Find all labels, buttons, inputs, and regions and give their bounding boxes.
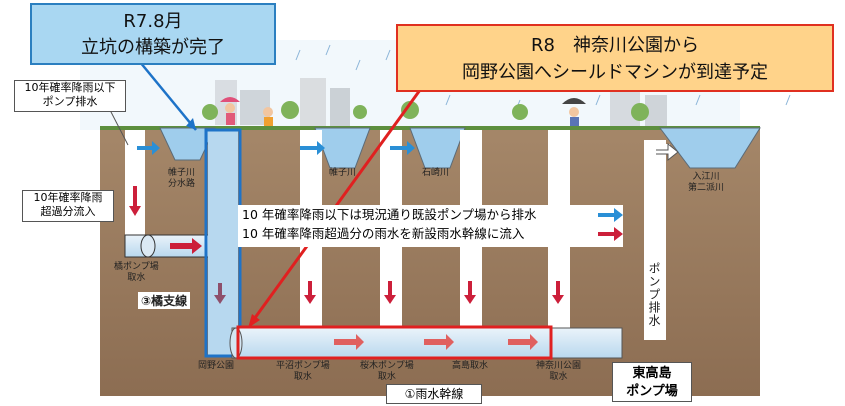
legend-row-blue: 10 年確率降雨以下は現況通り既設ポンプ場から排水 <box>242 205 623 224</box>
callout-date: R7.8月 <box>123 11 183 32</box>
trees <box>202 101 649 121</box>
tachibana-pipe-end <box>140 234 156 258</box>
legend-blue-arrow-icon <box>598 208 623 222</box>
higashi-takashima-label: 東高島 ポンプ場 <box>612 362 692 402</box>
blue-callout-pointer-head <box>186 118 196 130</box>
tunnel-end <box>229 327 243 359</box>
tunnel-highlight <box>236 325 553 360</box>
ishizaki-river-label: 石崎川 <box>422 168 450 178</box>
pump-drain-arrow <box>656 142 679 162</box>
kanagawa-park-intake-label: 神奈川公園 取水 <box>536 361 582 382</box>
pump-label-pointer <box>109 109 129 146</box>
tachibana-branch-label: ③橘支線 <box>138 292 191 309</box>
katabira-river-label: 帷子川 <box>329 168 357 178</box>
callout-text: 岡野公園へシールドマシンが到達予定 <box>462 62 768 83</box>
shield-machine-callout: R8 神奈川公園から 岡野公園へシールドマシンが到達予定 <box>396 24 834 92</box>
katabira-channel-label: 帷子川 分水路 <box>168 168 196 189</box>
river-channels <box>159 127 761 169</box>
pump-drain-label: 10年確率降雨以下 ポンプ排水 <box>14 80 126 112</box>
red-callout-pointer-head <box>248 314 260 328</box>
legend: 10 年確率降雨以下は現況通り既設ポンプ場から排水 10 年確率降雨超過分の雨水… <box>238 205 623 247</box>
okano-shaft <box>208 130 238 355</box>
callout-text: 立坑の構築が完了 <box>81 37 225 58</box>
callout-date: R8 神奈川公園から <box>531 35 699 56</box>
people-figures <box>220 97 586 129</box>
legend-red-arrow-icon <box>598 227 623 241</box>
blue-arrows <box>137 141 415 155</box>
legend-row-red: 10 年確率降雨超過分の雨水を新設雨水幹線に流入 <box>242 224 623 243</box>
sakuragicho-intake-label: 桜木ポンプ場 取水 <box>360 361 414 382</box>
legend-text-blue: 10 年確率降雨以下は現況通り既設ポンプ場から排水 <box>242 207 537 222</box>
pump-drain-pipe <box>646 144 670 340</box>
irie-river-label: 入江川 第二派川 <box>688 172 725 193</box>
construction-complete-callout: R7.8月 立坑の構築が完了 <box>30 3 276 65</box>
excess-inflow-label: 10年確率降雨 超過分流入 <box>22 190 114 222</box>
blue-callout-pointer <box>139 61 197 131</box>
okano-park-label: 岡野公園 <box>198 361 235 371</box>
main-trunk-label: ①雨水幹線 <box>386 384 482 404</box>
legend-text-red: 10 年確率降雨超過分の雨水を新設雨水幹線に流入 <box>242 226 525 241</box>
tachibana-intake-label: 橘ポンプ場 取水 <box>114 262 159 283</box>
pump-drain-vertical-label: ポンプ排水 <box>647 262 661 327</box>
red-arrows <box>129 186 564 350</box>
takashima-intake-label: 高島取水 <box>452 361 489 371</box>
hiranuma-intake-label: 平沼ポンプ場 取水 <box>276 361 330 382</box>
